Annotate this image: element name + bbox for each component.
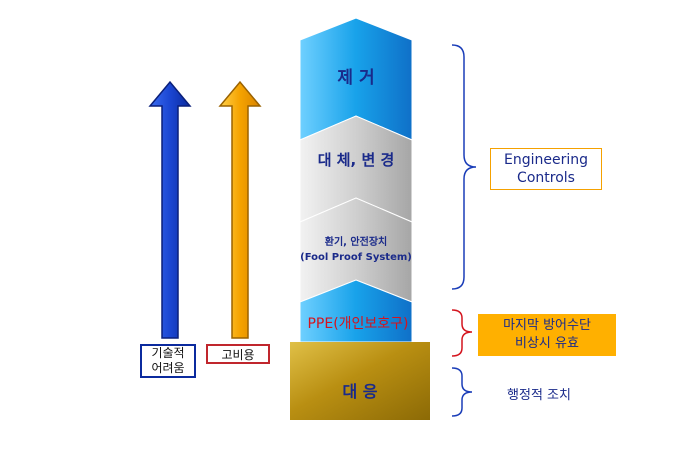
- cost-label-text: 고비용: [221, 347, 255, 362]
- engineering-controls-box: Engineering Controls: [490, 148, 602, 190]
- difficulty-arrow: [148, 80, 192, 339]
- tier-response: [290, 342, 430, 420]
- last-defense-brace: [451, 309, 473, 357]
- difficulty-label-text: 기술적 어려움: [151, 346, 185, 375]
- tier-substitution-label: 대 체, 변 경: [317, 150, 395, 169]
- cost-arrow: [218, 80, 262, 339]
- engineering-brace: [451, 44, 477, 290]
- engineering-controls-text: Engineering Controls: [504, 152, 588, 186]
- tier-elimination-label: 제 거: [337, 67, 375, 88]
- last-defense-box: 마지막 방어수단 비상시 유효: [478, 314, 616, 356]
- tier-ventilation-label-2: (Fool Proof System): [300, 251, 412, 263]
- tier-ppe: [299, 279, 413, 343]
- last-defense-text: 마지막 방어수단 비상시 유효: [503, 318, 591, 351]
- administrative-brace: [451, 367, 473, 417]
- tier-ppe-label: PPE(개인보호구): [307, 316, 409, 332]
- administrative-label: 행정적 조치: [507, 387, 571, 403]
- cost-label: 고비용: [206, 344, 270, 364]
- difficulty-label: 기술적 어려움: [140, 344, 196, 378]
- tier-response-label: 대 응: [342, 382, 378, 401]
- tier-ventilation-label-1: 환기, 안전장치: [324, 236, 388, 248]
